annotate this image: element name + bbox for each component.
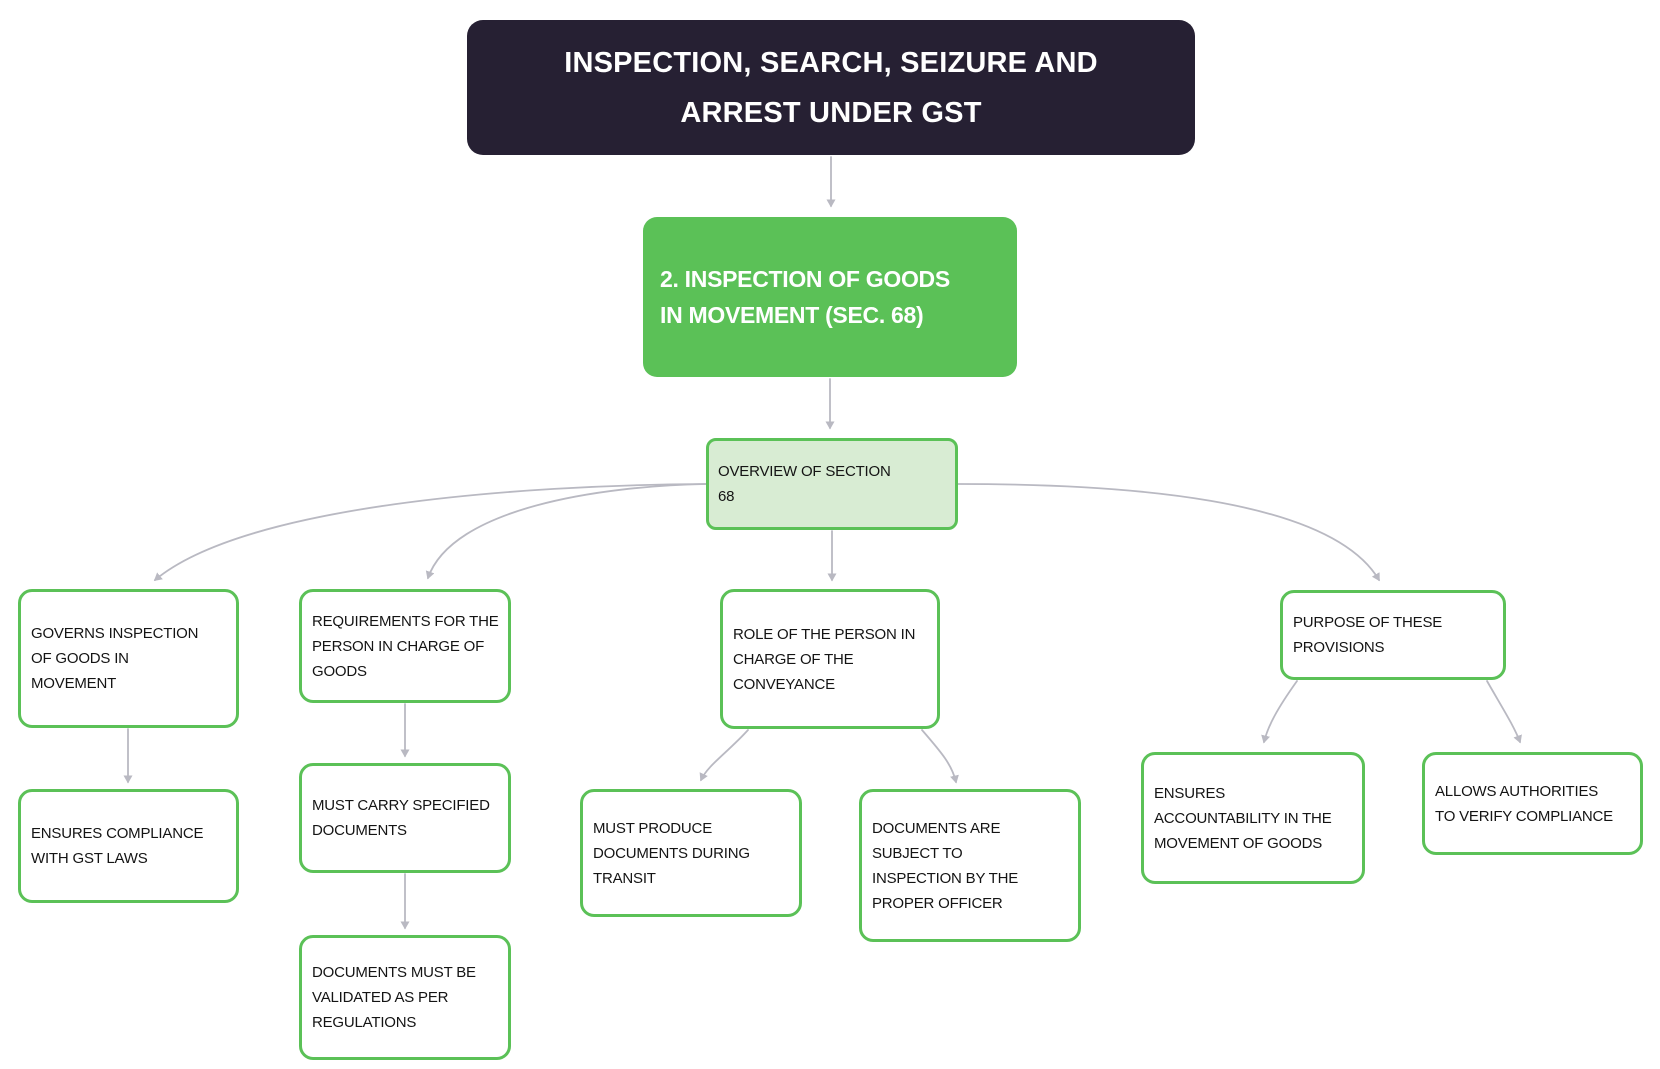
node-governs-inspection[interactable]: GOVERNS INSPECTION OF GOODS IN MOVEMENT xyxy=(18,589,239,728)
connector-overview-to-purpose xyxy=(957,483,1380,582)
connector-overview-to-requirements xyxy=(425,483,707,580)
connector-purpose-to-verify xyxy=(1486,680,1522,744)
node-requirements-person-in-charge[interactable]: REQUIREMENTS FOR THE PERSON IN CHARGE OF… xyxy=(299,589,511,703)
connector-purpose-to-accountability xyxy=(1261,680,1298,744)
node-ensures-accountability[interactable]: ENSURES ACCOUNTABILITY IN THE MOVEMENT O… xyxy=(1141,752,1365,884)
node-inspection-of-goods-in-movement[interactable]: 2. INSPECTION OF GOODS IN MOVEMENT (SEC.… xyxy=(643,217,1017,377)
node-main-title[interactable]: INSPECTION, SEARCH, SEIZURE AND ARREST U… xyxy=(467,20,1195,155)
connector-role-to-produce xyxy=(699,729,749,782)
node-ensures-compliance[interactable]: ENSURES COMPLIANCE WITH GST LAWS xyxy=(18,789,239,903)
node-role-person-conveyance[interactable]: ROLE OF THE PERSON IN CHARGE OF THE CONV… xyxy=(720,589,940,729)
connector-overview-to-governs xyxy=(153,483,707,581)
node-purpose-of-provisions[interactable]: PURPOSE OF THESE PROVISIONS xyxy=(1280,590,1506,680)
node-documents-subject-inspection[interactable]: DOCUMENTS ARE SUBJECT TO INSPECTION BY T… xyxy=(859,789,1081,942)
node-documents-validated[interactable]: DOCUMENTS MUST BE VALIDATED AS PER REGUL… xyxy=(299,935,511,1060)
connector-role-to-subject xyxy=(921,729,959,784)
node-overview-of-section-68[interactable]: OVERVIEW OF SECTION 68 xyxy=(706,438,958,530)
node-must-carry-documents[interactable]: MUST CARRY SPECIFIED DOCUMENTS xyxy=(299,763,511,873)
node-allows-verify-compliance[interactable]: ALLOWS AUTHORITIES TO VERIFY COMPLIANCE xyxy=(1422,752,1643,855)
node-must-produce-documents[interactable]: MUST PRODUCE DOCUMENTS DURING TRANSIT xyxy=(580,789,802,917)
